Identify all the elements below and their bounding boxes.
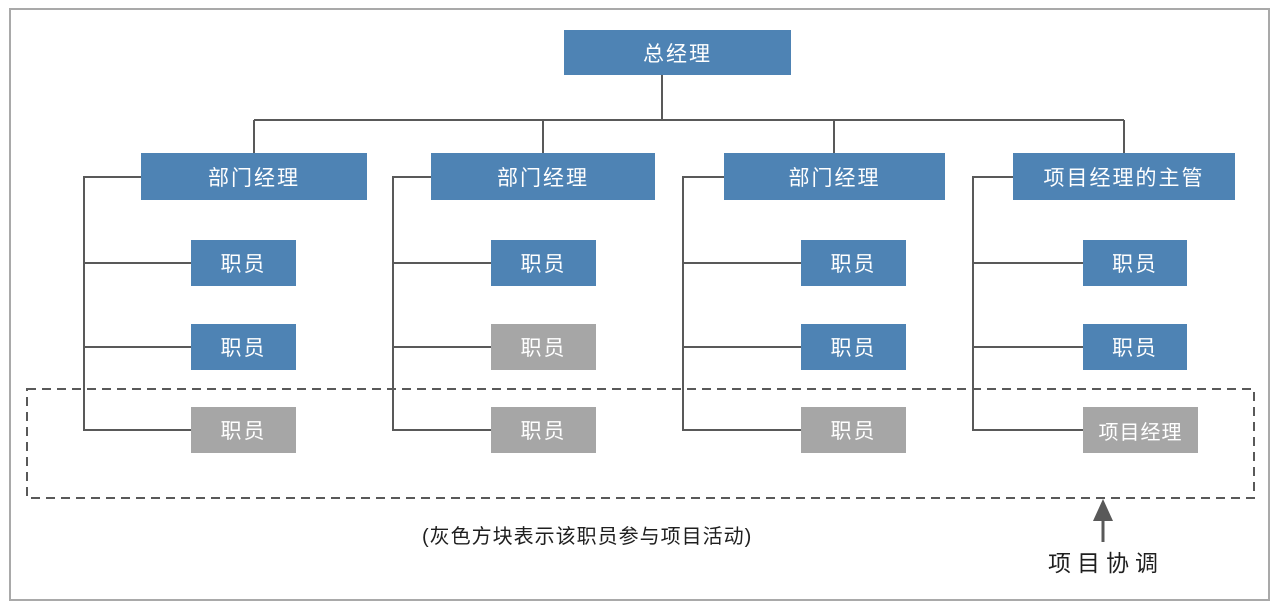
staff-box-col1-row3: 职员 — [191, 407, 296, 453]
staff-box-col4-row2: 职员 — [1083, 324, 1187, 370]
column1-rail — [83, 176, 191, 431]
project-manager-box: 项目经理 — [1083, 407, 1198, 453]
project-activity-dashed-box — [26, 388, 1255, 499]
department-manager-box-1: 部门经理 — [141, 153, 367, 200]
department-manager-box-2: 部门经理 — [431, 153, 655, 200]
gray-block-caption: (灰色方块表示该职员参与项目活动) — [422, 526, 753, 548]
staff-box-col2-row1: 职员 — [491, 240, 596, 286]
column2-rail — [392, 176, 491, 431]
staff-box-col2-row2: 职员 — [491, 324, 596, 370]
project-coordination-label: 项目协调 — [1048, 550, 1164, 576]
column3-rail — [682, 176, 801, 431]
general-manager-box: 总经理 — [564, 30, 791, 75]
staff-box-col3-row1: 职员 — [801, 240, 906, 286]
coordination-arrow-head — [1093, 499, 1113, 521]
project-manager-supervisor-box: 项目经理的主管 — [1013, 153, 1235, 200]
figure-border — [9, 8, 1270, 601]
staff-box-col3-row3: 职员 — [801, 407, 906, 453]
column4-rail — [972, 176, 1083, 431]
department-manager-box-3: 部门经理 — [724, 153, 945, 200]
staff-box-col3-row2: 职员 — [801, 324, 906, 370]
staff-box-col4-row1: 职员 — [1083, 240, 1187, 286]
staff-box-col1-row1: 职员 — [191, 240, 296, 286]
staff-box-col2-row3: 职员 — [491, 407, 596, 453]
staff-box-col1-row2: 职员 — [191, 324, 296, 370]
